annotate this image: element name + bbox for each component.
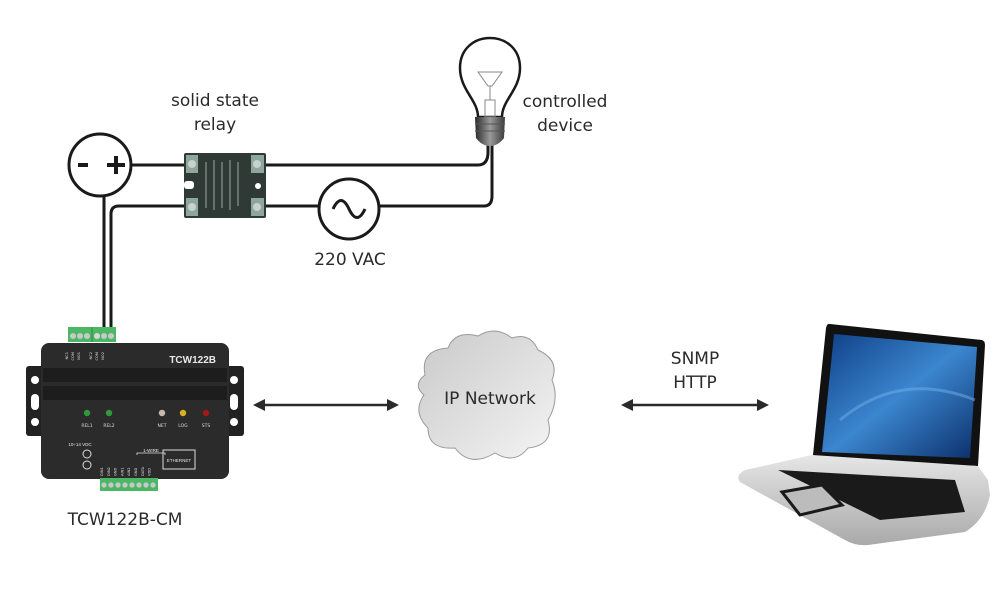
screw-icon	[188, 203, 196, 211]
bulb-glass	[458, 36, 522, 119]
power-jack-icon	[82, 449, 92, 459]
screw-icon	[101, 482, 107, 488]
lamp-label-line2: device	[537, 116, 593, 136]
power-input-label: 10÷14 VDC	[68, 442, 92, 447]
relay-terminal-label: COM	[71, 352, 75, 360]
protocols-label: SNMP HTTP	[640, 347, 750, 395]
screw-icon	[150, 482, 156, 488]
light-bulb	[458, 36, 522, 146]
screw-icon	[188, 160, 196, 168]
screw-icon	[253, 203, 261, 211]
io-terminal-label: GND	[134, 468, 138, 476]
laptop-screen	[822, 334, 977, 458]
io-terminal-screws	[101, 482, 156, 488]
wire-relay-to-lamp	[262, 145, 490, 167]
relay-label-line2: relay	[193, 115, 237, 135]
relay-markings	[205, 160, 239, 210]
bulb-thread	[475, 123, 505, 132]
led-net	[158, 409, 166, 417]
case-ridge	[43, 386, 227, 400]
case-ridge	[43, 368, 227, 382]
plus-icon-v	[114, 156, 118, 174]
mount-hole	[255, 183, 261, 189]
case-title: TCW122B	[169, 355, 216, 366]
network-label: IP Network	[444, 389, 536, 409]
lamp-label-line1: controlled	[522, 92, 608, 112]
laptop-keyboard	[778, 470, 965, 520]
led-label: LOG	[178, 423, 188, 429]
led-label: STS	[202, 423, 211, 429]
ip-network-cloud	[417, 330, 556, 460]
wires	[102, 145, 494, 328]
laptop-touchpad	[779, 483, 845, 517]
laptop	[738, 323, 990, 546]
terminal-screws	[70, 333, 114, 339]
solid-state-relay	[184, 153, 266, 218]
relay-terminal-label: NO1	[77, 352, 81, 360]
ac-source	[317, 177, 381, 241]
relay-terminal-label: NO2	[101, 352, 105, 360]
screw-icon	[143, 482, 149, 488]
led-log	[179, 409, 187, 417]
power-jack-icon	[82, 460, 92, 470]
led-rel1	[83, 409, 91, 417]
minus-icon	[78, 163, 88, 167]
sine-wave-icon	[331, 199, 367, 219]
wire-ac-to-lamp	[380, 145, 494, 208]
arrow-controller-network	[253, 399, 399, 411]
io-terminal-label: GND	[114, 468, 118, 476]
led-sts	[202, 409, 210, 417]
protocol-snmp: SNMP	[670, 349, 720, 369]
screw-icon	[115, 482, 121, 488]
relay-terminal-label: COM	[95, 352, 99, 360]
relay-body	[184, 153, 266, 218]
controller-model-label: TCW122B-CM	[67, 510, 183, 530]
protocol-http: HTTP	[673, 373, 717, 393]
relay-label-line1: solid state	[171, 91, 259, 111]
ethernet-label: ETHERNET	[167, 458, 192, 463]
io-terminal-label: AIN1	[120, 468, 124, 477]
io-terminal-label: DIN1	[100, 467, 104, 476]
io-terminal-label: VDD	[148, 468, 152, 476]
io-terminal-label: AIN2	[127, 468, 131, 477]
status-leds: REL1 REL2 NET LOG STS	[81, 409, 211, 429]
dc-power-supply	[67, 132, 133, 198]
screw-icon	[136, 482, 142, 488]
screw-icon	[108, 482, 114, 488]
wire-controller-to-relay	[109, 204, 186, 328]
io-terminal-block	[100, 478, 158, 491]
ac-source-label: 220 VAC	[314, 250, 386, 270]
screw-icon	[253, 160, 261, 168]
screw-icon	[129, 482, 135, 488]
relay-terminal-label: NC2	[89, 352, 93, 359]
onewire-label: 1-WIRE	[143, 448, 159, 453]
io-terminal-label: DIN2	[107, 467, 111, 476]
relay-terminal-label: NC1	[65, 352, 69, 359]
led-label: NET	[158, 423, 167, 429]
relay-label: solid state relay	[150, 89, 280, 137]
led-label: REL2	[103, 423, 114, 429]
lamp-label: controlled device	[505, 90, 625, 138]
led-rel2	[105, 409, 113, 417]
ethernet-port	[162, 449, 196, 470]
mount-slot	[184, 181, 194, 189]
arrow-network-laptop	[621, 399, 769, 411]
io-terminal-label: DATA	[141, 466, 145, 476]
led-label: REL1	[81, 423, 92, 429]
screw-icon	[122, 482, 128, 488]
dc-source-circle	[67, 132, 133, 198]
